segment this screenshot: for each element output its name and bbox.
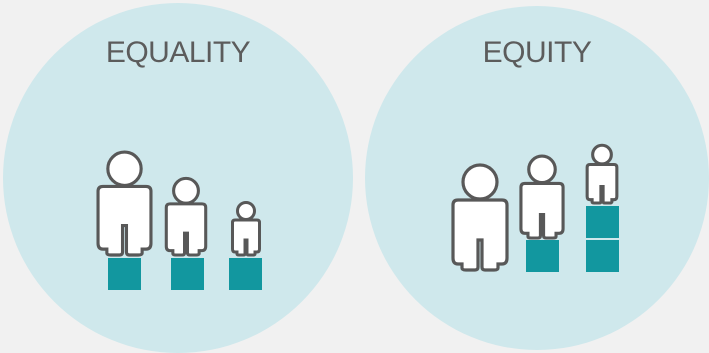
box-icon <box>526 240 559 272</box>
box-icon <box>586 206 619 238</box>
box-icon <box>586 240 619 272</box>
panel-equity: EQUITY <box>365 6 709 350</box>
box-icon <box>229 258 262 290</box>
box-icon <box>171 258 204 290</box>
panel-title: EQUALITY <box>106 36 251 69</box>
person-outline-icon <box>164 176 208 257</box>
panel-equality: EQUALITY <box>3 3 353 353</box>
person-outline-icon <box>231 201 261 257</box>
panel-background-circle <box>3 3 353 353</box>
person-outline-icon <box>519 154 565 240</box>
panel-title: EQUITY <box>483 36 592 69</box>
box-icon <box>108 258 141 290</box>
person-outline-icon <box>585 143 619 205</box>
